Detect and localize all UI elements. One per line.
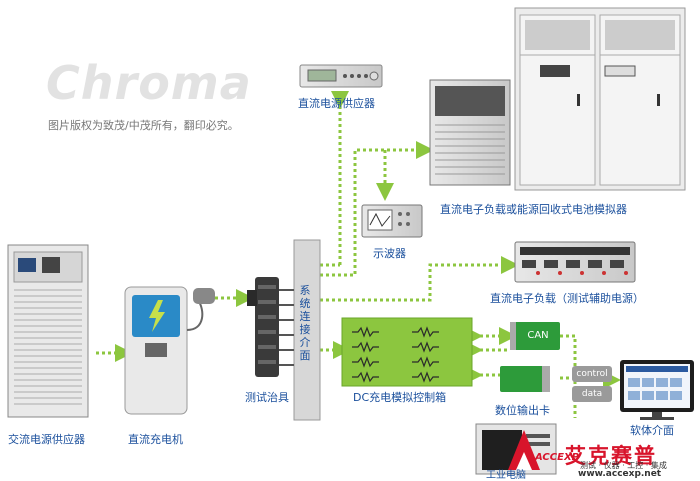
data-tag-bg (572, 386, 612, 402)
oscilloscope-device (361, 204, 423, 238)
watermark-brand-cn: 艾克赛普 (565, 444, 657, 468)
watermark-tagline: 测试 · 仪器 · 工控 · 集成 (580, 461, 667, 470)
software-interface-monitor (620, 360, 694, 420)
dc-charging-sim-box-device (341, 317, 473, 387)
label-test-fixture: 测试治具 (245, 391, 289, 404)
label-dc-charging-sim-box: DC充电模拟控制箱 (353, 391, 447, 404)
watermark-url: www.accexp.net (578, 469, 662, 479)
ac-power-supply-device (7, 244, 89, 418)
test-fixture-device (247, 277, 279, 377)
watermark-logo-mark (508, 430, 540, 470)
dc-load-aux-device (514, 241, 636, 283)
system-interface-bar (276, 239, 321, 421)
digital-output-card-device (500, 366, 550, 392)
control-tag: control (576, 369, 608, 379)
dc-load-battery-simulator-device (429, 79, 511, 186)
copyright-notice: 图片版权为致茂/中茂所有，翻印必究。 (48, 119, 239, 132)
label-dc-load-battery-sim: 直流电子负载或能源回收式电池模拟器 (440, 203, 627, 216)
can-device (510, 322, 560, 350)
cabinet-rack-device (514, 7, 686, 191)
label-oscilloscope: 示波器 (373, 247, 406, 260)
can-tag: CAN (527, 330, 549, 341)
label-dc-load-aux: 直流电子负载（测试辅助电源） (490, 292, 644, 305)
label-ac-power-supply: 交流电源供应器 (8, 433, 85, 446)
label-dc-power-supply: 直流电源供应器 (298, 97, 375, 110)
label-industrial-pc: 工业电脑 (486, 470, 526, 481)
label-digital-output-card: 数位输出卡 (495, 404, 550, 417)
control-tag-bg (572, 366, 612, 382)
watermark-brand-en: ACCEXP (535, 452, 579, 463)
data-tag: data (581, 389, 603, 399)
label-dc-charger: 直流充电机 (128, 433, 183, 446)
dc-charger-device (124, 286, 215, 415)
chroma-logo: Chroma (46, 56, 252, 110)
label-software-interface: 软体介面 (630, 424, 674, 437)
label-system-interface: 系统连接介面 (299, 284, 311, 362)
dc-power-supply-device (299, 64, 383, 88)
